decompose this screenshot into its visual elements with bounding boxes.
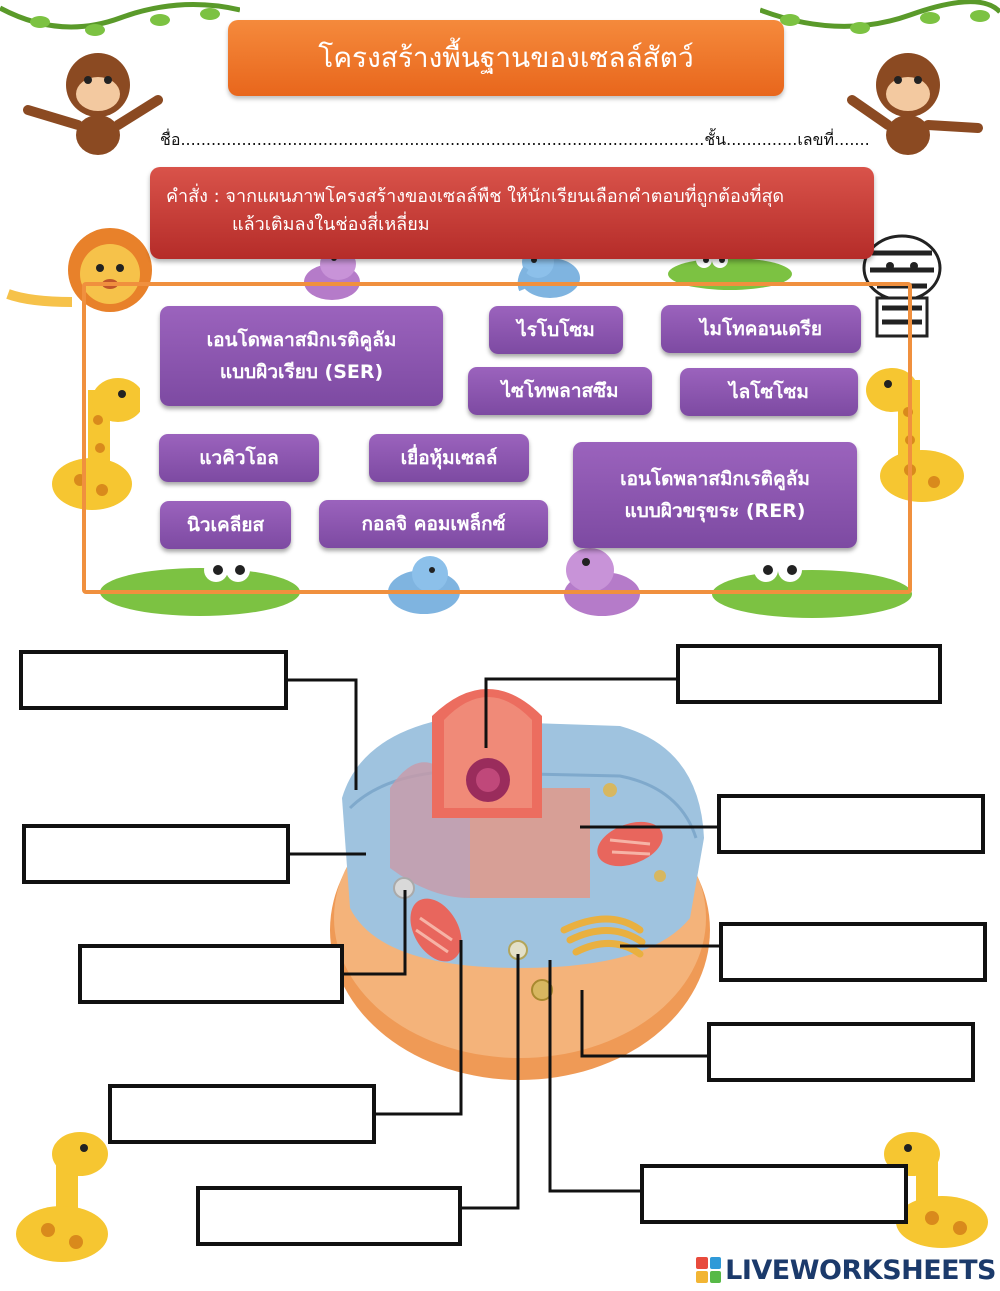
page-title: โครงสร้างพื้นฐานของเซลล์สัตว์ xyxy=(318,41,694,74)
crocodile-bottom-right-icon xyxy=(712,558,912,618)
word-ser[interactable]: เอนโดพลาสมิกเรติคูลัม แบบผิวเรียบ (SER) xyxy=(160,306,443,406)
word-golgi[interactable]: กอลจิ คอมเพล็กซ์ xyxy=(319,500,548,548)
word-bank-frame xyxy=(82,282,912,594)
word-cytoplasm-label: ไซโทพลาสซึม xyxy=(501,380,619,402)
answer-box-8[interactable] xyxy=(719,922,987,982)
answer-box-4[interactable] xyxy=(108,1084,376,1144)
instruction-line-1: คำสั่ง : จากแผนภาพโครงสร้างของเซลล์พืช ใ… xyxy=(166,186,785,207)
word-rer[interactable]: เอนโดพลาสมิกเรติคูลัม แบบผิวขรุขระ (RER) xyxy=(573,442,857,548)
monkey-right-icon xyxy=(847,53,983,155)
liveworksheets-logo: LIVEWORKSHEETS xyxy=(696,1253,996,1287)
answer-box-3[interactable] xyxy=(78,944,344,1004)
word-golgi-label: กอลจิ คอมเพล็กซ์ xyxy=(361,513,506,535)
hippo-bottom-icon xyxy=(564,548,640,616)
answer-box-10[interactable] xyxy=(640,1164,908,1224)
vine-right-decoration xyxy=(760,0,1000,34)
word-rer-line-1: เอนโดพลาสมิกเรติคูลัม xyxy=(620,468,810,490)
lion-icon xyxy=(6,228,152,312)
word-lysosome[interactable]: ไลโซโซม xyxy=(680,368,858,416)
monkey-left-icon xyxy=(23,53,163,155)
word-nucleus-label: นิวเคลียส xyxy=(186,514,265,536)
answer-box-7[interactable] xyxy=(717,794,985,854)
name-class-number-line: ชื่อ....................................… xyxy=(160,130,870,149)
word-ribosome[interactable]: ไรโบโซม xyxy=(489,306,623,354)
word-ser-line-1: เอนโดพลาสมิกเรติคูลัม xyxy=(206,329,397,351)
giraffe-left-icon xyxy=(52,378,140,510)
word-mitochondria-label: ไมโทคอนเดรีย xyxy=(699,318,823,340)
animal-cell-diagram xyxy=(330,689,710,1080)
word-vacuole[interactable]: แวคิวโอล xyxy=(159,434,319,482)
word-cell-membrane[interactable]: เยื่อหุ้มเซลล์ xyxy=(369,434,529,482)
answer-box-5[interactable] xyxy=(196,1186,462,1246)
word-vacuole-label: แวคิวโอล xyxy=(199,447,279,469)
word-lysosome-label: ไลโซโซม xyxy=(729,381,809,403)
word-rer-line-2: แบบผิวขรุขระ (RER) xyxy=(624,500,806,522)
word-nucleus[interactable]: นิวเคลียส xyxy=(160,501,291,549)
word-cell-membrane-label: เยื่อหุ้มเซลล์ xyxy=(400,447,498,469)
word-ribosome-label: ไรโบโซม xyxy=(517,319,595,341)
logo-text: LIVEWORKSHEETS xyxy=(725,1254,996,1286)
instruction-line-2: แล้วเติมลงในช่องสี่เหลี่ยม xyxy=(232,214,430,235)
logo-squares-icon xyxy=(696,1257,722,1283)
answer-box-9[interactable] xyxy=(707,1022,975,1082)
vine-left-decoration xyxy=(0,2,240,36)
giraffe-bottom-left-icon xyxy=(16,1132,108,1262)
instruction-banner: คำสั่ง : จากแผนภาพโครงสร้างของเซลล์พืช ใ… xyxy=(150,167,874,259)
word-mitochondria[interactable]: ไมโทคอนเดรีย xyxy=(661,305,861,353)
word-cytoplasm[interactable]: ไซโทพลาสซึม xyxy=(468,367,652,415)
giraffe-right-icon xyxy=(866,368,964,502)
word-ser-line-2: แบบผิวเรียบ (SER) xyxy=(219,361,384,383)
answer-box-1[interactable] xyxy=(19,650,288,710)
answer-box-6[interactable] xyxy=(676,644,942,704)
title-banner: โครงสร้างพื้นฐานของเซลล์สัตว์ xyxy=(228,20,784,96)
answer-box-2[interactable] xyxy=(22,824,290,884)
